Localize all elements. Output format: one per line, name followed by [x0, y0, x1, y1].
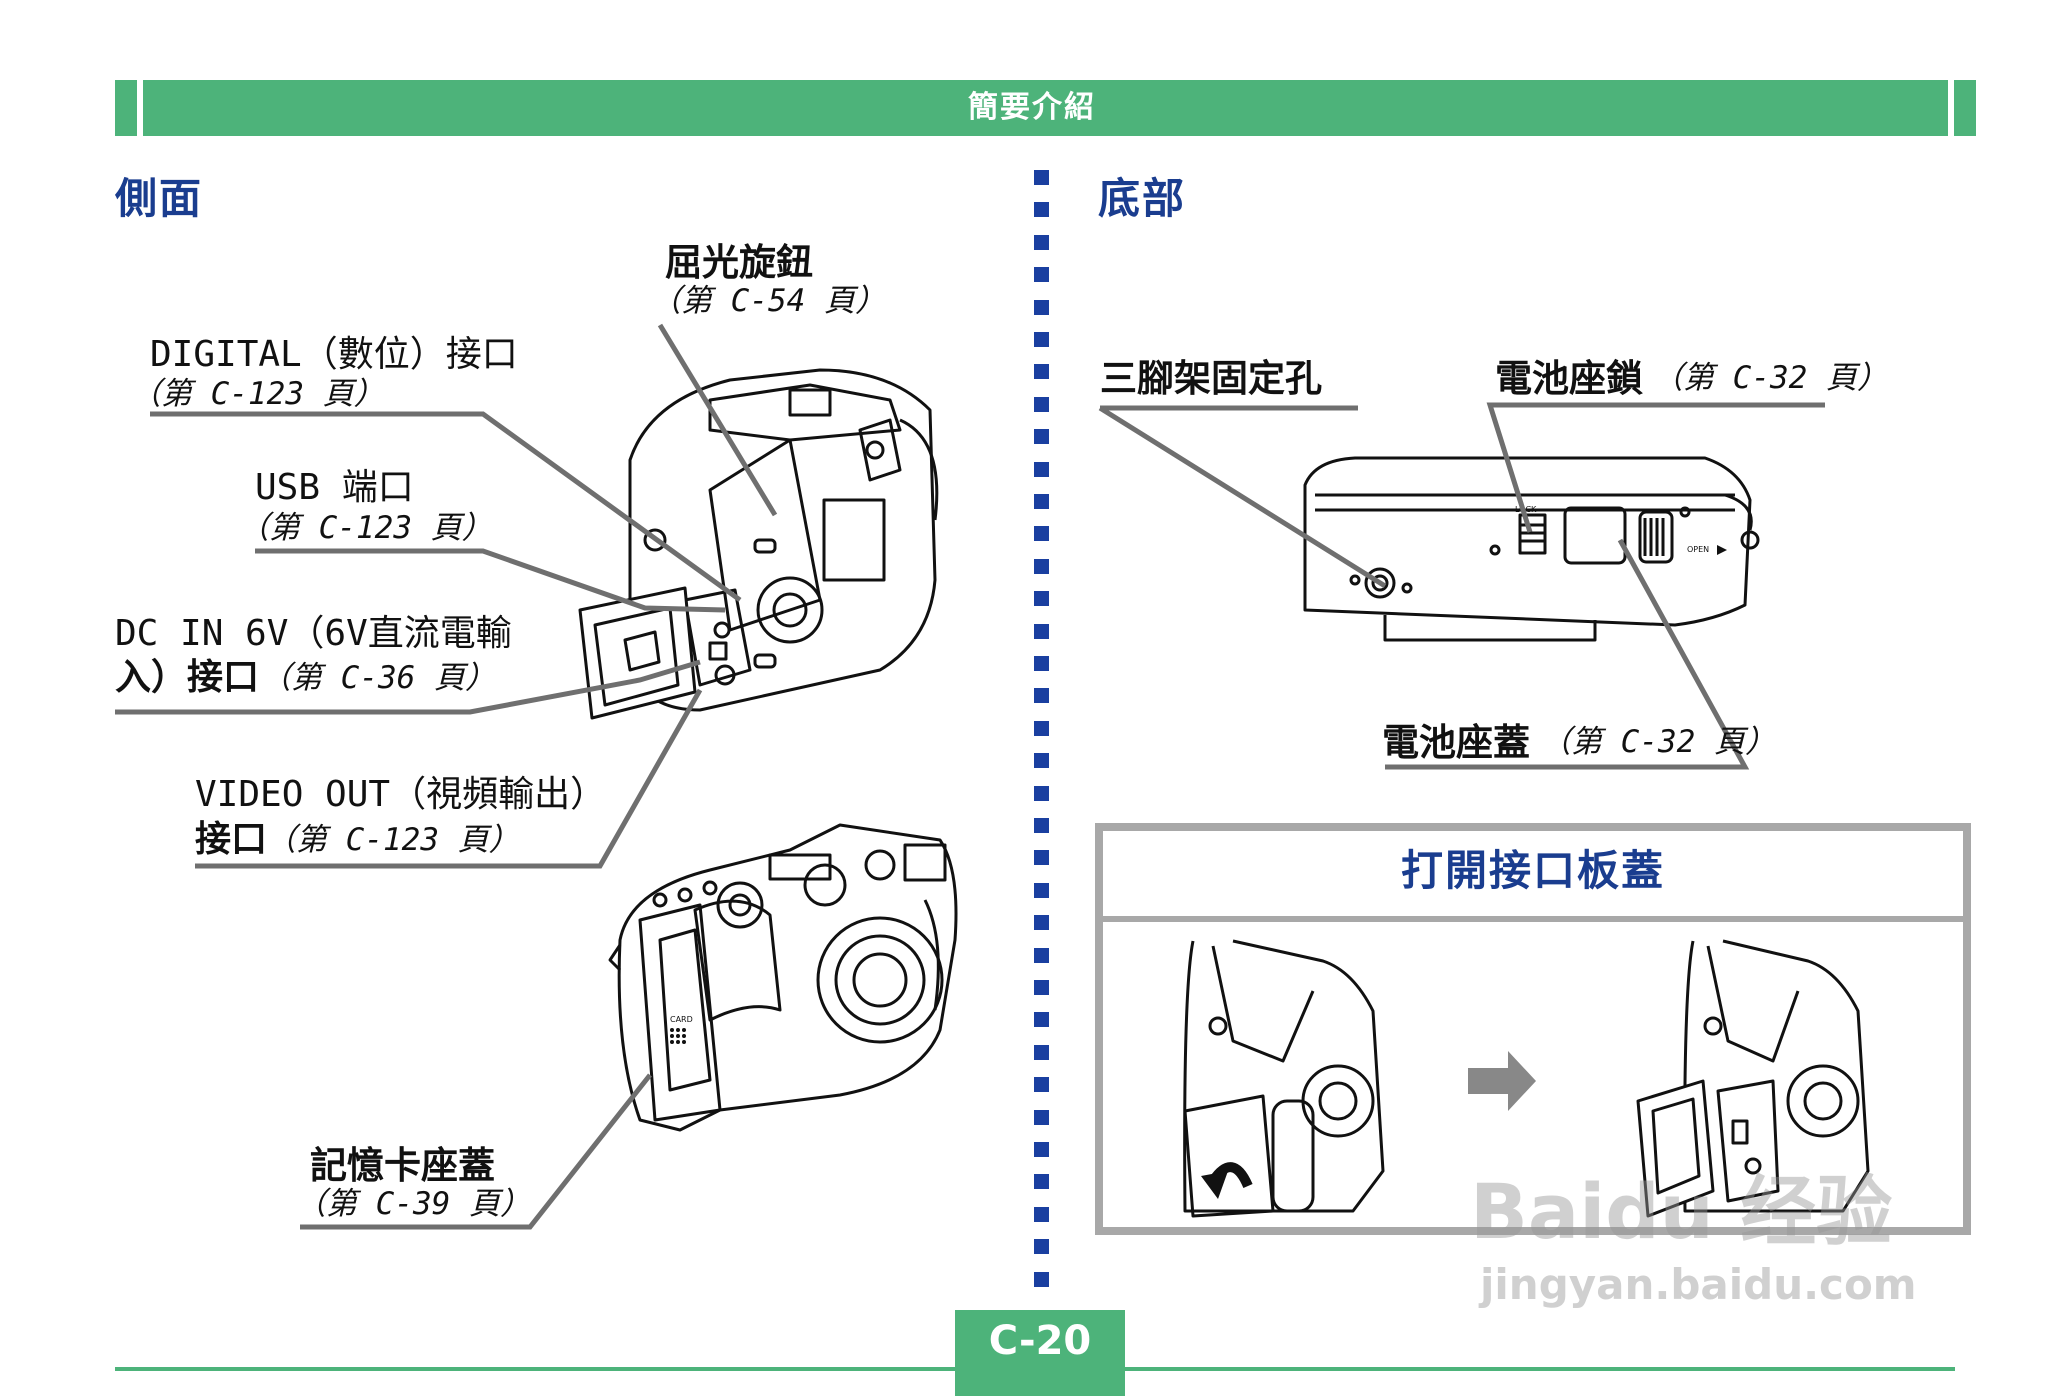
divider-dot [1034, 688, 1049, 703]
divider-dot [1034, 364, 1049, 379]
divider-dot [1034, 1174, 1049, 1189]
divider-dot [1034, 1012, 1049, 1027]
card-door-dots-icon [670, 1028, 686, 1044]
dc-in-ref: （第 C-36 頁） [260, 660, 496, 696]
header-bar-left-cap [115, 80, 137, 136]
card-mark: CARD [670, 1015, 693, 1024]
video-out-label-line1: VIDEO OUT（視頻輸出） [195, 774, 607, 815]
divider-dot [1034, 1077, 1049, 1092]
camera-front-illustration: CARD [608, 823, 958, 1132]
divider-dot [1034, 915, 1049, 930]
divider-dot [1034, 850, 1049, 865]
header-bar [143, 80, 1948, 136]
diopter-dial-ref: （第 C-54 頁） [650, 283, 886, 319]
divider-dot [1034, 980, 1049, 995]
card-cover-ref: （第 C-39 頁） [295, 1186, 531, 1222]
divider-dot [1034, 948, 1049, 963]
divider-dot [1034, 462, 1049, 477]
divider-dot [1034, 656, 1049, 671]
divider-dot [1034, 526, 1049, 541]
divider-dot [1034, 267, 1049, 282]
baidu-watermark-url: jingyan.baidu.com [1480, 1260, 1917, 1309]
divider-dot [1034, 429, 1049, 444]
divider-dot [1034, 1142, 1049, 1157]
right-leader-lines [1098, 402, 1825, 770]
video-out-ref: （第 C-123 頁） [265, 822, 520, 858]
left-section-title: 側面 [115, 174, 204, 223]
open-arrow-icon [1717, 545, 1727, 555]
open-mark: OPEN [1687, 545, 1709, 554]
digital-terminal-ref: （第 C-123 頁） [130, 376, 385, 412]
divider-dot [1034, 397, 1049, 412]
right-section-title: 底部 [1098, 174, 1187, 223]
divider-dot [1034, 753, 1049, 768]
divider-dot [1034, 170, 1049, 185]
divider-dot [1034, 300, 1049, 315]
left-leader-lines [115, 323, 778, 1230]
divider-dot [1034, 332, 1049, 347]
tripod-socket-label: 三腳架固定孔 [1100, 357, 1322, 400]
cover-closed-illustration [1183, 939, 1385, 1218]
divider-dot [1034, 818, 1049, 833]
divider-dot [1034, 202, 1049, 217]
divider-dot [1034, 1239, 1049, 1254]
battery-lock-ref: （第 C-32 頁） [1652, 360, 1888, 396]
battery-lock-label: 電池座鎖 [1495, 357, 1643, 400]
dc-in-label-line1: DC IN 6V（6V直流電輸 [115, 613, 512, 654]
header-title: 簡要介紹 [968, 90, 1096, 125]
digital-terminal-label: DIGITAL（數位）接口 [150, 334, 518, 375]
battery-cover-ref: （第 C-32 頁） [1540, 724, 1776, 760]
page-number: C-20 [955, 1310, 1125, 1372]
lock-mark: LOCK [1515, 505, 1537, 514]
divider-dot [1034, 786, 1049, 801]
divider-dot [1034, 624, 1049, 639]
battery-cover-label: 電池座蓋 [1382, 721, 1530, 764]
camera-bottom-illustration: LOCK OPEN [1303, 456, 1760, 642]
divider-dot [1034, 559, 1049, 574]
divider-dot [1034, 883, 1049, 898]
video-out-label-line2: 接口 [195, 819, 268, 860]
page-number-base [955, 1372, 1125, 1396]
instruction-box: 打開接口板蓋 [1095, 823, 1971, 1235]
diopter-dial-label: 屈光旋鈕 [665, 241, 813, 284]
divider-dot [1034, 1272, 1049, 1287]
divider-dot [1034, 1110, 1049, 1125]
divider-dot [1034, 721, 1049, 736]
divider-dot [1034, 1207, 1049, 1222]
divider-dot [1034, 1045, 1049, 1060]
divider-dot [1034, 494, 1049, 509]
divider-dot [1034, 235, 1049, 250]
instruction-box-title: 打開接口板蓋 [1400, 846, 1665, 895]
usb-port-label: USB 端口 [255, 467, 414, 508]
dc-in-label-line2: 入）接口 [115, 657, 260, 698]
card-cover-label: 記憶卡座蓋 [310, 1144, 495, 1187]
cover-open-illustration [1636, 939, 1870, 1218]
usb-port-ref: （第 C-123 頁） [238, 510, 493, 546]
arrow-right-icon [1468, 1051, 1536, 1111]
baidu-watermark-logo: Baidu 经验 [1470, 1167, 1893, 1256]
header-bar-right-cap [1954, 80, 1976, 136]
divider-dot [1034, 591, 1049, 606]
instruction-box-separator [1103, 916, 1963, 922]
